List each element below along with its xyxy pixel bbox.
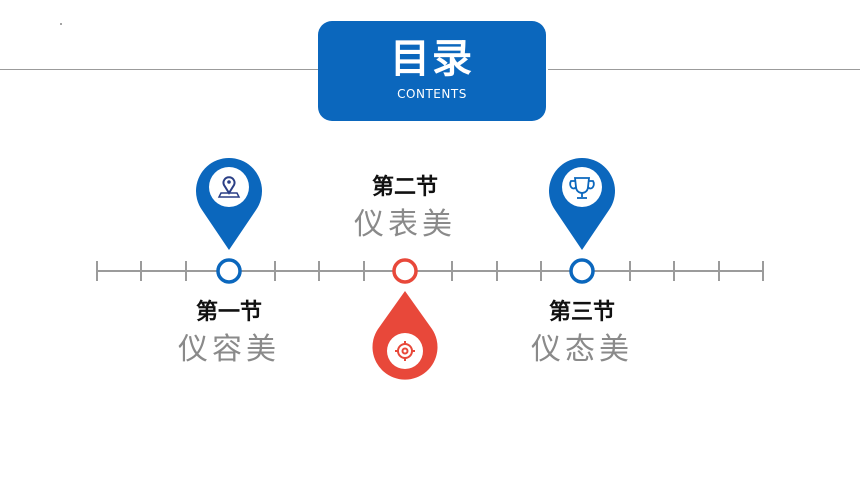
timeline-node-3: [569, 258, 595, 284]
timeline-node-1: [216, 258, 242, 284]
section-number: 第一节: [195, 300, 262, 325]
section-name: 仪表美: [354, 207, 456, 242]
section-label-2: 第二节 仪表美: [325, 174, 485, 244]
gear-icon: [395, 341, 415, 361]
timeline-ticks: [96, 261, 764, 281]
location-pin-icon: [217, 176, 241, 198]
decorative-dot: [60, 23, 62, 25]
marker-pin-1: [196, 158, 262, 250]
section-label-3: 第三节 仪态美: [502, 299, 662, 369]
header-line-left: [0, 69, 318, 70]
section-name: 仪容美: [178, 332, 280, 367]
page-title: 目录: [390, 36, 474, 82]
section-number: 第二节: [371, 175, 438, 200]
trophy-icon: [569, 177, 595, 199]
page-subtitle: CONTENTS: [397, 87, 467, 101]
timeline-node-2: [392, 258, 418, 284]
section-number: 第三节: [548, 300, 615, 325]
header-line-right: [548, 69, 860, 70]
marker-pin-2: [372, 291, 438, 380]
section-name: 仪态美: [531, 332, 633, 367]
marker-pin-3: [549, 158, 615, 250]
title-box: 目录 CONTENTS: [318, 21, 546, 121]
section-label-1: 第一节 仪容美: [149, 299, 309, 369]
